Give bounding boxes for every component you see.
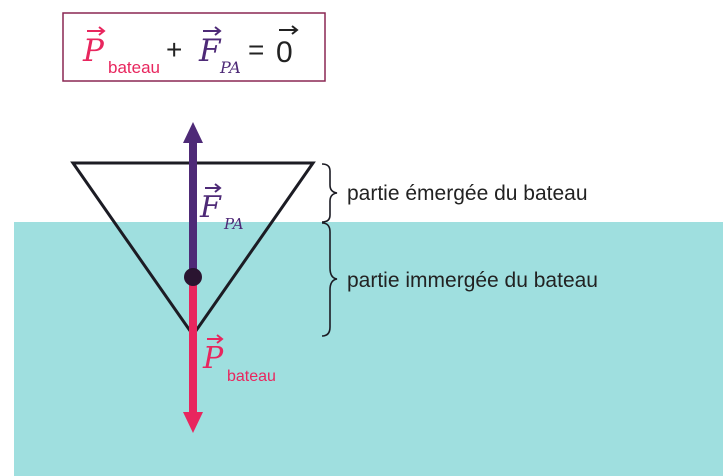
equation-equals: = xyxy=(248,34,264,65)
vector-arrow-icon xyxy=(203,26,222,36)
vector-arrow-icon xyxy=(207,334,224,344)
buoyancy-vector-symbol: F xyxy=(199,190,222,225)
brace-immersed-icon xyxy=(321,222,338,337)
water-area xyxy=(14,222,723,476)
equation-p-subscript: bateau xyxy=(108,58,160,77)
vector-arrow-icon xyxy=(279,25,299,35)
buoyancy-vector-arrowhead xyxy=(183,122,203,143)
weight-vector-subscript: bateau xyxy=(227,368,276,385)
equation-zero: 0 xyxy=(276,36,293,69)
brace-emerged-icon xyxy=(321,163,338,223)
equation-f-symbol: F xyxy=(198,33,222,69)
label-emerged: partie émergée du bateau xyxy=(347,182,588,205)
weight-vector-arrowhead xyxy=(183,412,203,433)
equation-p-symbol: P xyxy=(82,33,105,69)
equation-f-subscript: PA xyxy=(219,58,241,77)
label-immersed: partie immergée du bateau xyxy=(347,269,598,292)
center-point xyxy=(184,268,202,286)
vector-arrow-icon xyxy=(87,26,106,36)
weight-vector-symbol: P xyxy=(202,341,224,376)
equation-box xyxy=(62,12,326,82)
equation-plus: + xyxy=(166,34,182,65)
vector-arrow-icon xyxy=(205,183,222,193)
buoyancy-vector-subscript: PA xyxy=(223,215,244,233)
